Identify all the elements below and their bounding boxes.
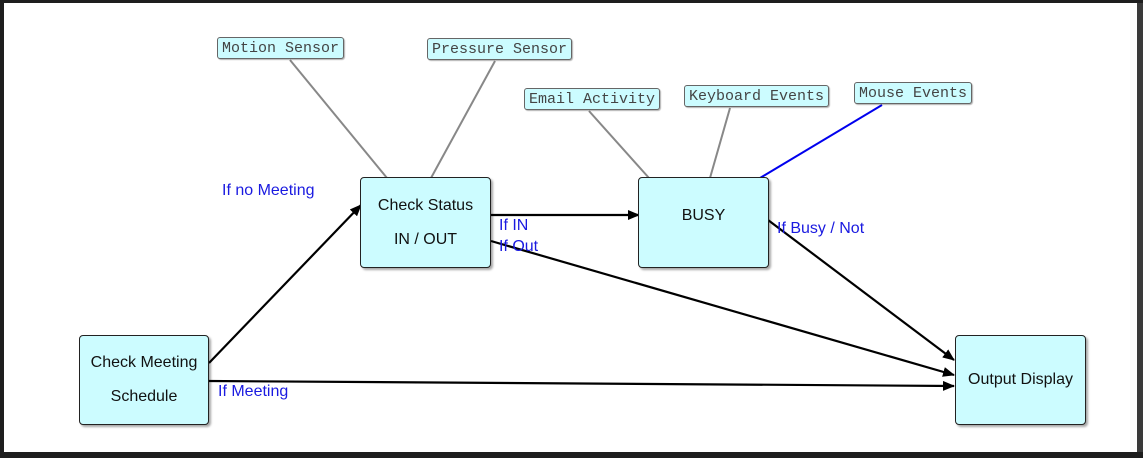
node-check-status-line2: IN / OUT <box>393 230 458 248</box>
node-output-display[interactable]: Output Display <box>955 335 1086 425</box>
edge-label-if-meeting: If Meeting <box>218 383 289 400</box>
sensor-motion[interactable]: Motion Sensor <box>217 37 345 59</box>
node-output-display-label: Output Display <box>968 371 1073 388</box>
sensor-email-activity[interactable]: Email Activity <box>524 88 661 110</box>
node-check-meeting-schedule[interactable]: Check Meeting Schedule <box>79 335 209 425</box>
sensor-keyboard-events[interactable]: Keyboard Events <box>684 85 830 107</box>
arrow-meeting-to-status <box>208 204 362 364</box>
connector-layer <box>208 59 955 391</box>
node-busy[interactable]: BUSY <box>638 177 769 268</box>
link-pressure-sensor <box>430 60 496 179</box>
node-check-status-line1: Check Status <box>377 196 474 214</box>
node-check-meeting-line1: Check Meeting <box>90 354 198 371</box>
edge-label-if-no-meeting: If no Meeting <box>222 182 315 199</box>
arrow-meeting-to-output <box>208 379 955 391</box>
sensor-pressure[interactable]: Pressure Sensor <box>427 38 573 60</box>
sensor-mouse-events[interactable]: Mouse Events <box>854 82 973 104</box>
window-edge <box>1137 3 1143 452</box>
node-check-meeting-line2: Schedule <box>110 388 178 405</box>
edge-label-if-in: If IN <box>499 217 529 234</box>
node-check-status[interactable]: Check Status IN / OUT <box>360 177 491 268</box>
link-motion-sensor <box>289 59 388 179</box>
arrow-status-to-output <box>490 239 955 377</box>
edge-label-if-busy-not: If Busy / Not <box>777 220 865 237</box>
arrow-busy-to-output <box>767 219 955 361</box>
node-busy-label: BUSY <box>681 206 726 224</box>
edge-label-if-out: If Out <box>499 238 539 255</box>
link-mouse-events <box>759 104 883 179</box>
diagram-canvas: Check Meeting Schedule Check Status IN /… <box>4 3 1143 452</box>
link-keyboard-events <box>709 107 731 179</box>
link-email-activity <box>588 110 650 179</box>
